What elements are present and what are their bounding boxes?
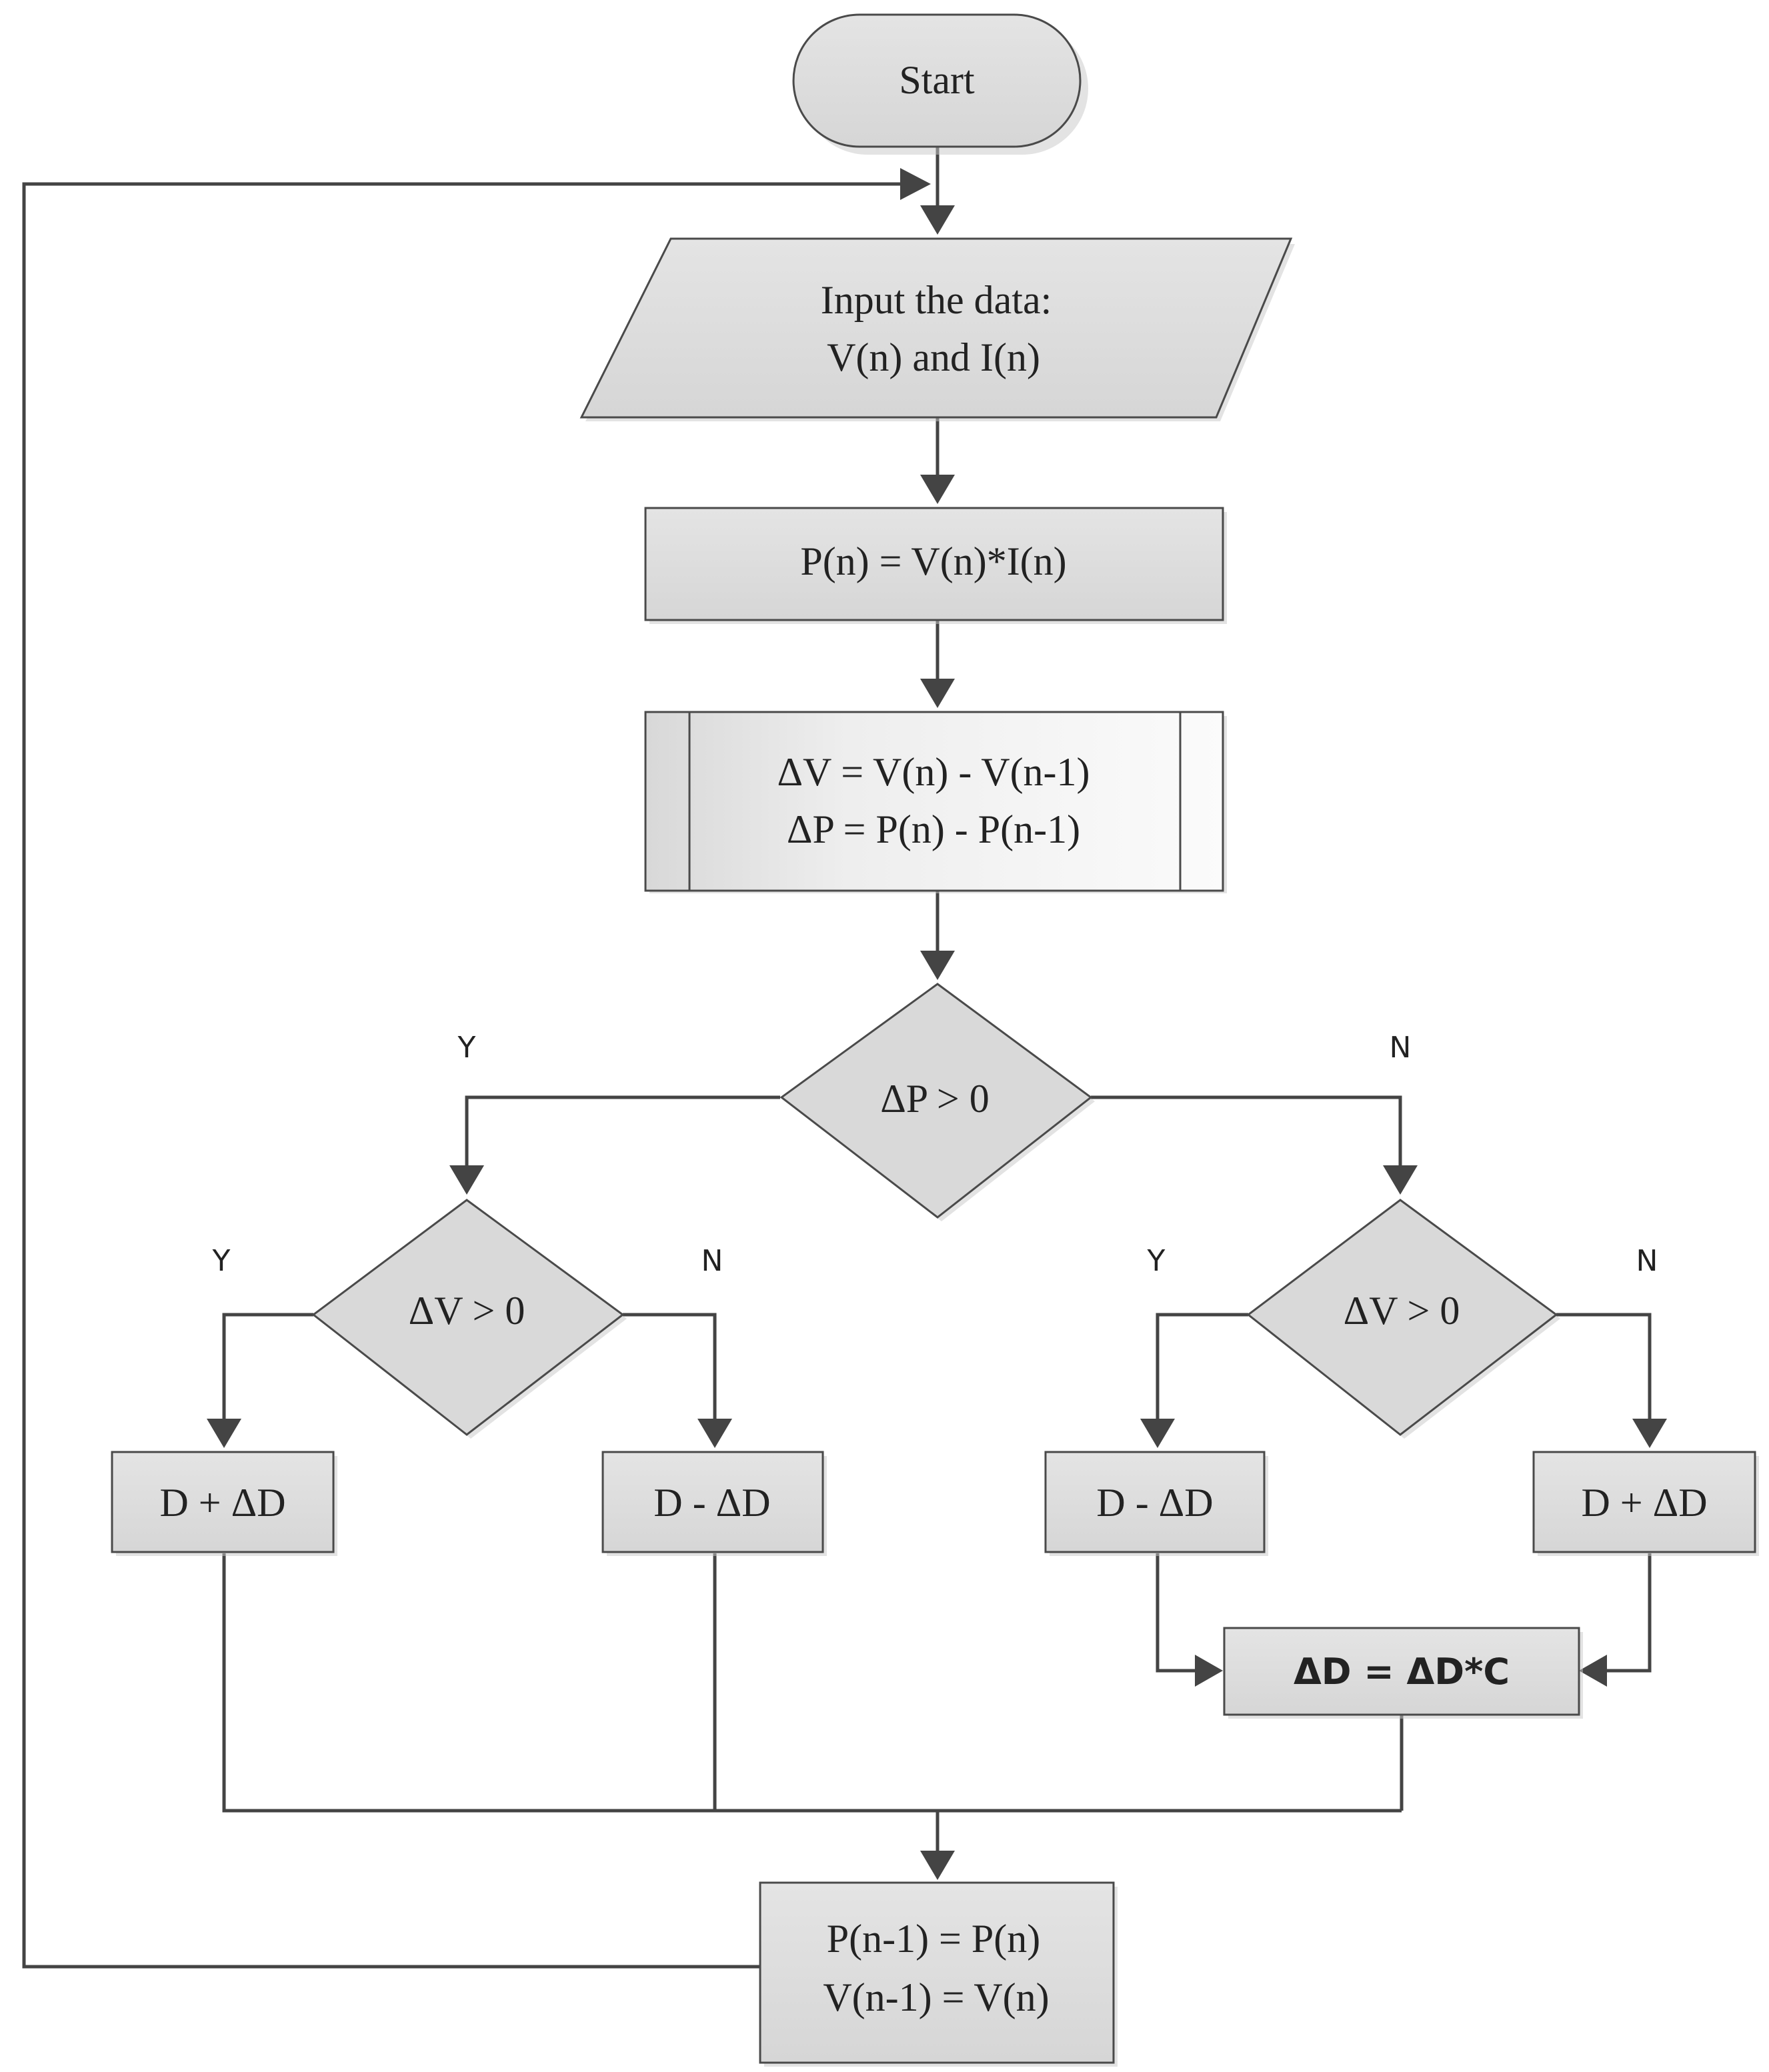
- decision-dp-label: ΔP > 0: [880, 1077, 990, 1121]
- arrowhead-icon: [1140, 1419, 1175, 1448]
- scale-step-block: ΔD = ΔD*C: [1223, 1627, 1583, 1719]
- decision-dv-left-label: ΔV > 0: [409, 1289, 525, 1333]
- arrowhead-icon: [697, 1419, 732, 1448]
- arrowhead-icon: [449, 1165, 484, 1195]
- decision-dv-left: ΔV > 0: [311, 1199, 627, 1439]
- action-left-no: D - ΔD: [601, 1451, 827, 1556]
- action-right-no: D + ΔD: [1532, 1451, 1759, 1556]
- power-calc-label: P(n) = V(n)*I(n): [800, 539, 1066, 583]
- power-calc-block: P(n) = V(n)*I(n): [644, 507, 1227, 624]
- decision-dv-right: ΔV > 0: [1246, 1199, 1560, 1439]
- start-terminator: Start: [792, 13, 1088, 155]
- decision-dp: ΔP > 0: [779, 983, 1095, 1221]
- branch-label-left-yes: Y: [212, 1244, 231, 1278]
- action-left-yes: D + ΔD: [111, 1451, 337, 1556]
- action-right-yes: D - ΔD: [1044, 1451, 1268, 1556]
- arrowhead-icon: [920, 205, 955, 235]
- arrowhead-icon: [920, 475, 955, 504]
- branch-label-dp-yes: Y: [457, 1031, 476, 1065]
- action-left-no-label: D - ΔD: [653, 1481, 770, 1525]
- branch-label-left-no: N: [701, 1244, 723, 1278]
- arrowhead-icon: [207, 1419, 241, 1448]
- scale-step-label: ΔD = ΔD*C: [1294, 1651, 1510, 1693]
- start-label: Start: [899, 58, 975, 102]
- update-v-label: V(n-1) = V(n): [823, 1975, 1049, 2019]
- loop-back-line: [22, 182, 900, 1969]
- branch-labels: Y N Y N Y N: [212, 1031, 1658, 1278]
- delta-v-label: ΔV = V(n) - V(n-1): [777, 750, 1090, 794]
- arrowhead-icon: [920, 1851, 955, 1880]
- action-left-yes-label: D + ΔD: [159, 1481, 285, 1525]
- arrowhead-icon: [900, 168, 931, 200]
- update-block: P(n-1) = P(n) V(n-1) = V(n): [759, 1881, 1118, 2067]
- arrowhead-icon: [1383, 1165, 1418, 1195]
- input-label-line2: V(n) and I(n): [827, 335, 1040, 379]
- arrowhead-icon: [920, 951, 955, 980]
- connectors: [22, 147, 1667, 1969]
- arrowhead-icon: [1579, 1655, 1607, 1687]
- action-right-no-label: D + ΔD: [1581, 1481, 1707, 1525]
- delta-p-label: ΔP = P(n) - P(n-1): [787, 807, 1080, 851]
- branch-label-dp-no: N: [1390, 1031, 1412, 1065]
- arrowhead-icon: [1195, 1655, 1223, 1687]
- decision-dv-right-label: ΔV > 0: [1344, 1289, 1460, 1333]
- branch-label-right-no: N: [1636, 1244, 1658, 1278]
- branch-label-right-yes: Y: [1147, 1244, 1166, 1278]
- arrowhead-icon: [920, 679, 955, 708]
- action-right-yes-label: D - ΔD: [1096, 1481, 1213, 1525]
- input-data-block: Input the data: V(n) and I(n): [579, 237, 1295, 421]
- input-label-line1: Input the data:: [821, 278, 1052, 322]
- update-p-label: P(n-1) = P(n): [827, 1917, 1040, 1961]
- delta-calc-block: ΔV = V(n) - V(n-1) ΔP = P(n) - P(n-1): [644, 711, 1227, 893]
- arrowhead-icon: [1632, 1419, 1667, 1448]
